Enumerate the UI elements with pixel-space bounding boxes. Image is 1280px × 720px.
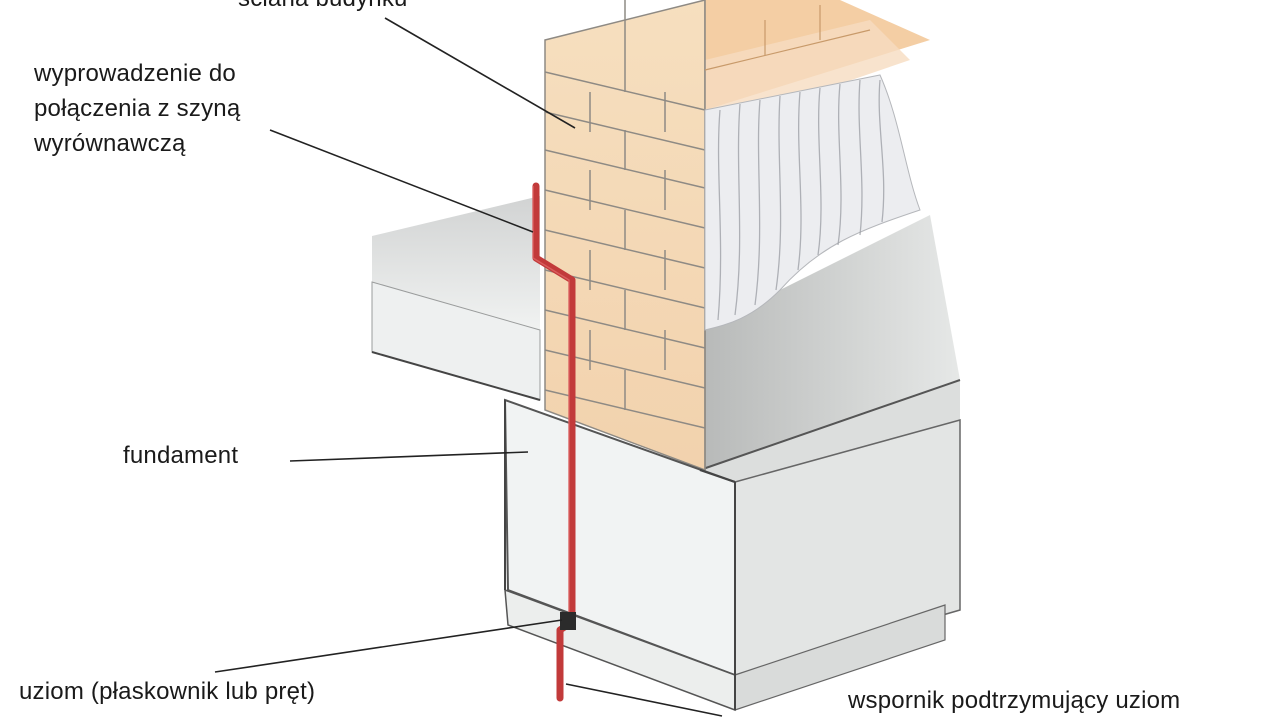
equalizing-lead-label-line-2: połączenia z szyną — [34, 95, 241, 122]
foundation-label: fundament — [123, 442, 239, 469]
leader-lines — [214, 17, 723, 717]
support-label: wspornik podtrzymujący uziom — [848, 687, 1181, 714]
equalizing-lead-label-line-1: wyprowadzenie do — [34, 60, 236, 87]
leader-electrode — [214, 619, 563, 673]
electrode-label: uziom (płaskownik lub pręt) — [19, 678, 316, 705]
equalizing-lead-label: wyprowadzenie do połączenia z szyną wyró… — [34, 56, 334, 161]
leader-support — [565, 683, 723, 717]
leader-wall — [384, 17, 576, 129]
leader-lead — [269, 129, 534, 233]
grounding-conductor — [532, 182, 576, 702]
leader-foundation — [289, 451, 529, 462]
brick-wall — [544, 0, 930, 472]
support-bracket — [560, 612, 576, 630]
plaster-render — [704, 74, 921, 331]
upper-slab — [371, 196, 541, 401]
wall-label: ściana budynku — [238, 0, 408, 13]
equalizing-lead-label-line-3: wyrównawczą — [34, 130, 186, 157]
